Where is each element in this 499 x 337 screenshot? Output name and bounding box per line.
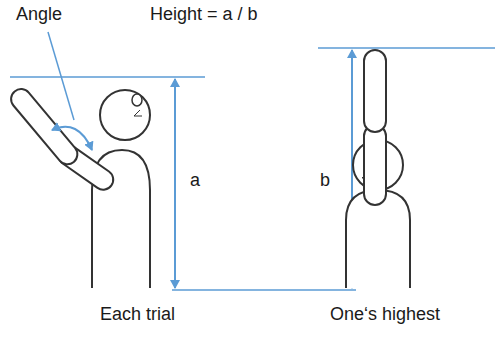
leader-line — [48, 32, 74, 120]
caption-label: Each trial — [100, 304, 175, 326]
angle-label: Angle — [16, 4, 62, 26]
dimension-label: a — [190, 170, 200, 192]
formula-label: Height = a / b — [150, 4, 258, 26]
eye — [132, 94, 142, 106]
forearm — [364, 50, 386, 132]
head — [100, 90, 150, 140]
dimension-label: b — [320, 170, 330, 192]
height-arrow-a — [174, 79, 176, 288]
top-line-a — [10, 76, 205, 78]
top-line-b — [318, 47, 495, 49]
caption-label: One‘s highest — [330, 304, 440, 326]
ground-line — [172, 289, 356, 291]
nose — [134, 110, 142, 116]
upper-arm — [364, 125, 386, 205]
angle-arc — [52, 127, 92, 150]
